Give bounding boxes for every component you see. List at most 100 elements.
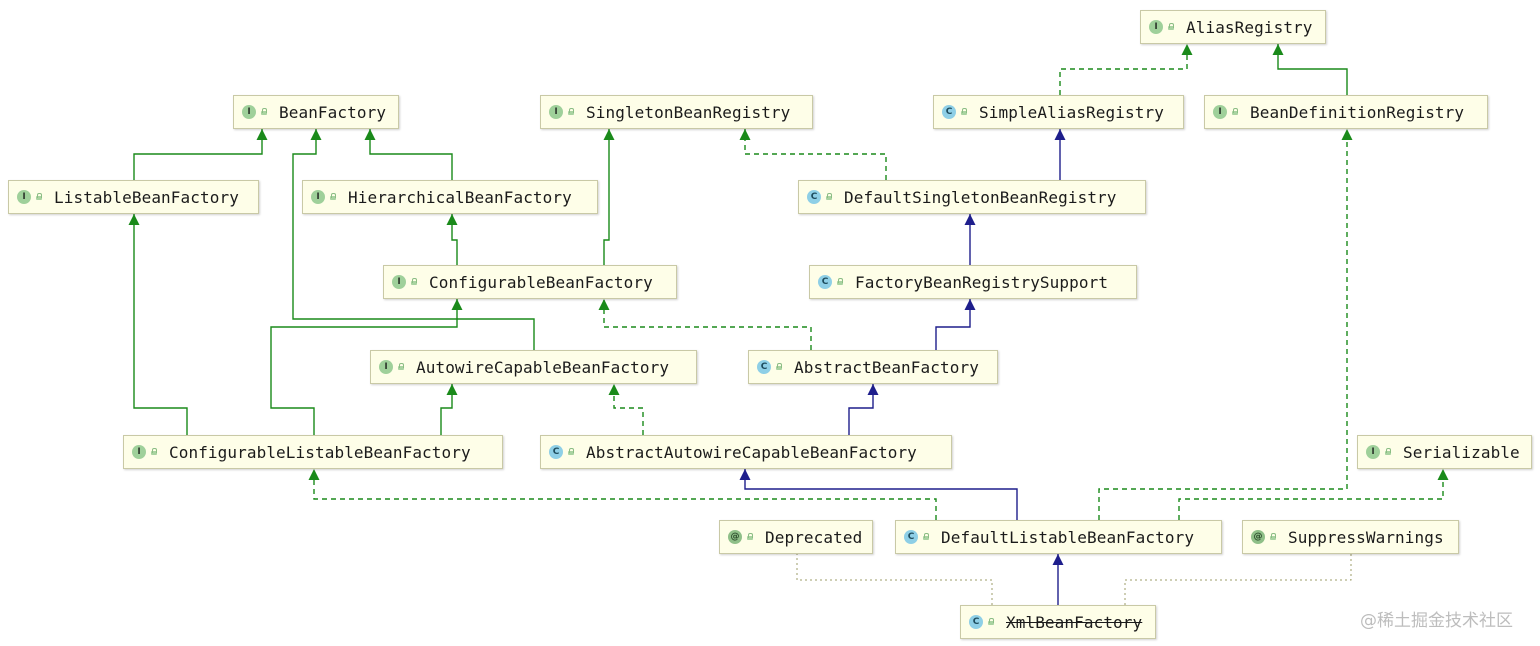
edge-implements: [1098, 129, 1353, 520]
node-label: SingletonBeanRegistry: [586, 102, 791, 122]
node-deprecated[interactable]: @ Deprecated: [719, 520, 873, 554]
node-xml-bean-factory[interactable]: C XmlBeanFactory: [960, 605, 1156, 639]
interface-icon: I: [1149, 20, 1163, 34]
arrowhead: [1272, 44, 1284, 55]
public-visibility-icon: [960, 107, 969, 117]
arrowhead: [128, 214, 140, 225]
class-icon: C: [942, 105, 956, 119]
node-label: DefaultListableBeanFactory: [941, 527, 1195, 547]
node-serializable[interactable]: I Serializable: [1357, 435, 1532, 469]
edge-implements: [608, 384, 644, 435]
node-label: AbstractBeanFactory: [794, 357, 979, 377]
edge-extends-class: [1054, 129, 1066, 180]
edge-extends-interface: [440, 384, 458, 435]
node-label: Deprecated: [765, 527, 863, 547]
arrowhead: [964, 299, 976, 310]
edge-extends-interface: [603, 129, 615, 265]
arrowhead: [364, 129, 376, 140]
edge-annotated: [796, 554, 993, 605]
node-suppress-warnings[interactable]: @SuppressWarnings: [1242, 520, 1459, 554]
public-visibility-icon: [987, 617, 996, 627]
arrowhead: [964, 214, 976, 225]
edge-extends-interface: [1272, 44, 1348, 95]
node-label: Serializable: [1403, 442, 1520, 462]
node-label: AliasRegistry: [1186, 17, 1313, 37]
interface-icon: I: [379, 360, 393, 374]
edge-extends-class: [848, 384, 879, 435]
node-simple-alias-registry[interactable]: C SimpleAliasRegistry: [933, 95, 1184, 129]
node-abstract-bean-factory[interactable]: C AbstractBeanFactory: [748, 350, 998, 384]
node-configurable-listable-bean-factory[interactable]: I ConfigurableListableBeanFactory: [123, 435, 503, 469]
public-visibility-icon: [567, 107, 576, 117]
public-visibility-icon: [775, 362, 784, 372]
annotation-icon: @: [728, 530, 742, 544]
node-alias-registry[interactable]: I AliasRegistry: [1140, 10, 1326, 44]
arrowhead: [739, 129, 751, 140]
interface-icon: I: [311, 190, 325, 204]
public-visibility-icon: [150, 447, 159, 457]
interface-icon: I: [549, 105, 563, 119]
arrowhead: [1181, 44, 1193, 55]
node-singleton-bean-registry[interactable]: I SingletonBeanRegistry: [540, 95, 813, 129]
class-icon: C: [549, 445, 563, 459]
node-factory-bean-registry-support[interactable]: C FactoryBeanRegistrySupport: [809, 265, 1137, 299]
interface-icon: I: [132, 445, 146, 459]
node-autowire-capable-bean-factory[interactable]: I AutowireCapableBeanFactory: [370, 350, 697, 384]
node-label: ConfigurableBeanFactory: [429, 272, 653, 292]
arrowhead: [1341, 129, 1353, 140]
node-hierarchical-bean-factory[interactable]: I HierarchicalBeanFactory: [302, 180, 598, 214]
interface-icon: I: [1366, 445, 1380, 459]
node-label: HierarchicalBeanFactory: [348, 187, 572, 207]
arrowhead: [867, 384, 879, 395]
edge-extends-class: [935, 299, 976, 350]
public-visibility-icon: [922, 532, 931, 542]
arrowhead: [598, 299, 610, 310]
node-label: AutowireCapableBeanFactory: [416, 357, 670, 377]
class-icon: C: [807, 190, 821, 204]
edge-extends-interface: [364, 129, 453, 180]
class-icon: C: [904, 530, 918, 544]
edge-implements: [308, 469, 937, 520]
class-icon: C: [757, 360, 771, 374]
edge-extends-interface: [270, 299, 463, 435]
edge-extends-class: [739, 469, 1018, 520]
public-visibility-icon: [1384, 447, 1393, 457]
edge-annotated: [1124, 554, 1352, 605]
node-label: BeanDefinitionRegistry: [1250, 102, 1465, 122]
node-default-listable-bean-factory[interactable]: C DefaultListableBeanFactory: [895, 520, 1222, 554]
arrowhead: [603, 129, 615, 140]
public-visibility-icon: [329, 192, 338, 202]
arrowhead: [739, 469, 751, 480]
arrowhead: [446, 384, 458, 395]
public-visibility-icon: [260, 107, 269, 117]
public-visibility-icon: [836, 277, 845, 287]
node-label: SimpleAliasRegistry: [979, 102, 1164, 122]
public-visibility-icon: [1231, 107, 1240, 117]
public-visibility-icon: [35, 192, 44, 202]
edge-extends-interface: [128, 214, 188, 435]
public-visibility-icon: [410, 277, 419, 287]
class-icon: C: [818, 275, 832, 289]
annotation-icon: @: [1251, 530, 1265, 544]
arrowhead: [446, 214, 458, 225]
arrowhead: [1054, 129, 1066, 140]
node-label: ConfigurableListableBeanFactory: [169, 442, 471, 462]
public-visibility-icon: [1269, 532, 1278, 542]
edge-extends-class: [964, 214, 976, 265]
interface-icon: I: [242, 105, 256, 119]
public-visibility-icon: [1167, 22, 1176, 32]
node-label: ListableBeanFactory: [54, 187, 239, 207]
arrowhead: [608, 384, 620, 395]
class-icon: C: [969, 615, 983, 629]
watermark: @稀土掘金技术社区: [1360, 611, 1513, 631]
node-label: FactoryBeanRegistrySupport: [855, 272, 1109, 292]
edge-extends-class: [1052, 554, 1064, 605]
node-label: XmlBeanFactory: [1006, 612, 1143, 632]
